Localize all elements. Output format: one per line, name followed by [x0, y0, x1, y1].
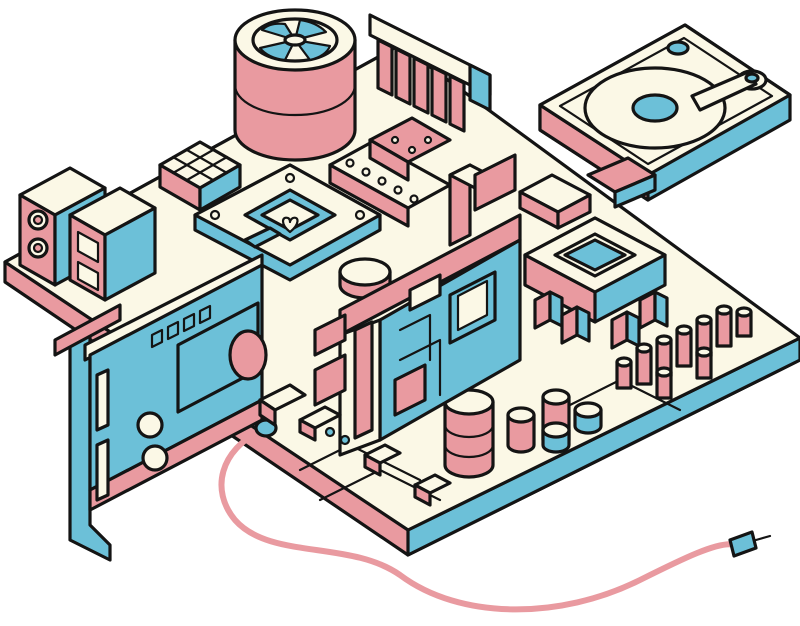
expansion-slots	[298, 313, 347, 442]
cable-plug	[728, 530, 772, 558]
capacitor	[655, 366, 673, 400]
cpu-fan	[233, 8, 357, 162]
ram-sticks	[368, 13, 492, 133]
capacitor	[541, 421, 571, 454]
io-port-strip	[328, 116, 452, 228]
usb-stack	[68, 186, 157, 302]
cable-connector	[254, 383, 307, 438]
mounting-bracket	[448, 153, 517, 247]
capacitor	[573, 401, 603, 435]
cable	[218, 383, 772, 613]
gpu-chips	[150, 304, 212, 349]
sata-connector	[518, 156, 657, 230]
heart-icon	[281, 216, 299, 234]
capacitor	[506, 406, 536, 454]
read-arm	[690, 69, 768, 112]
resistor-array	[533, 290, 669, 350]
network-card	[338, 213, 522, 457]
gpu-ports	[95, 368, 169, 502]
capacitor	[675, 324, 693, 368]
capacitor	[735, 306, 753, 338]
large-capacitor	[443, 388, 495, 479]
capacitor	[695, 346, 713, 380]
connector-block	[158, 140, 242, 212]
bottom-connectors	[324, 426, 452, 507]
capacitor	[615, 356, 633, 390]
center-capacitors	[443, 388, 603, 479]
capacitors	[615, 304, 753, 400]
fan-blades	[258, 18, 332, 62]
capacitor	[635, 342, 653, 386]
graphics-card	[53, 253, 268, 562]
hard-drive	[538, 23, 792, 202]
ram-chips	[376, 38, 466, 133]
capacitor	[715, 304, 733, 348]
cpu-socket	[193, 163, 382, 282]
